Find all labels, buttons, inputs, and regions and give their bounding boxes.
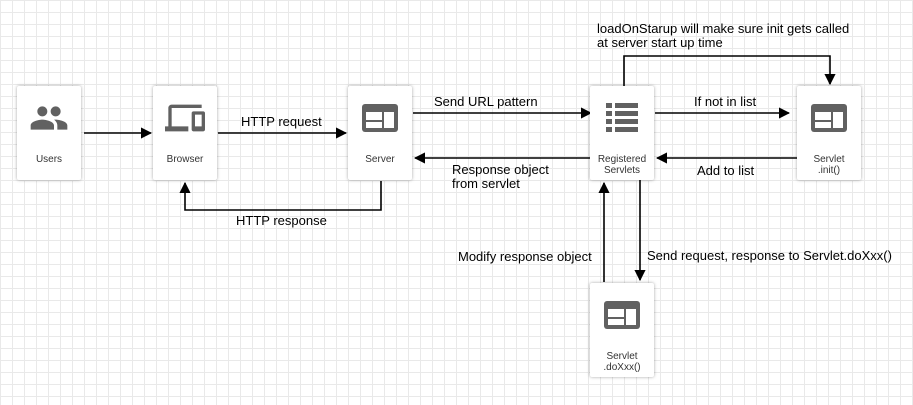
browser-label: Browser — [166, 154, 204, 165]
window-layout-icon — [362, 104, 398, 132]
send-url-pattern-label: Send URL pattern — [434, 94, 538, 109]
modify-response-label: Modify response object — [458, 249, 592, 264]
devices-icon — [165, 104, 205, 132]
servlet-doxxx-node[interactable]: Servlet .doXxx() — [590, 283, 654, 377]
arrow-server-to-browser — [179, 181, 382, 211]
servlet-init-label: Servlet .init() — [813, 154, 845, 176]
people-icon — [30, 106, 68, 130]
list-icon — [606, 103, 638, 132]
registered-servlets-label: Registered Servlets — [597, 154, 647, 176]
send-request-label: Send request, response to Servlet.doXxx(… — [647, 248, 892, 263]
http-request-label: HTTP request — [241, 114, 322, 129]
users-node[interactable]: Users — [17, 86, 81, 180]
add-to-list-label: Add to list — [697, 163, 755, 178]
response-object-label: Response object from servlet — [452, 162, 549, 191]
servlet-init-node[interactable]: Servlet .init() — [797, 86, 861, 180]
server-node[interactable]: Server — [348, 86, 412, 180]
registered-servlets-node[interactable]: Registered Servlets — [590, 86, 654, 180]
arrow-startup-to-init — [623, 55, 836, 86]
http-response-label: HTTP response — [236, 213, 327, 228]
users-label: Users — [35, 154, 63, 165]
servlet-doxxx-label: Servlet .doXxx() — [603, 351, 641, 373]
if-not-in-list-label: If not in list — [694, 94, 757, 109]
window-layout-icon — [604, 301, 640, 329]
window-layout-icon — [811, 104, 847, 132]
server-label: Server — [365, 154, 395, 165]
load-on-startup-label: loadOnStarup will make sure init gets ca… — [597, 21, 850, 50]
browser-node[interactable]: Browser — [153, 86, 217, 180]
